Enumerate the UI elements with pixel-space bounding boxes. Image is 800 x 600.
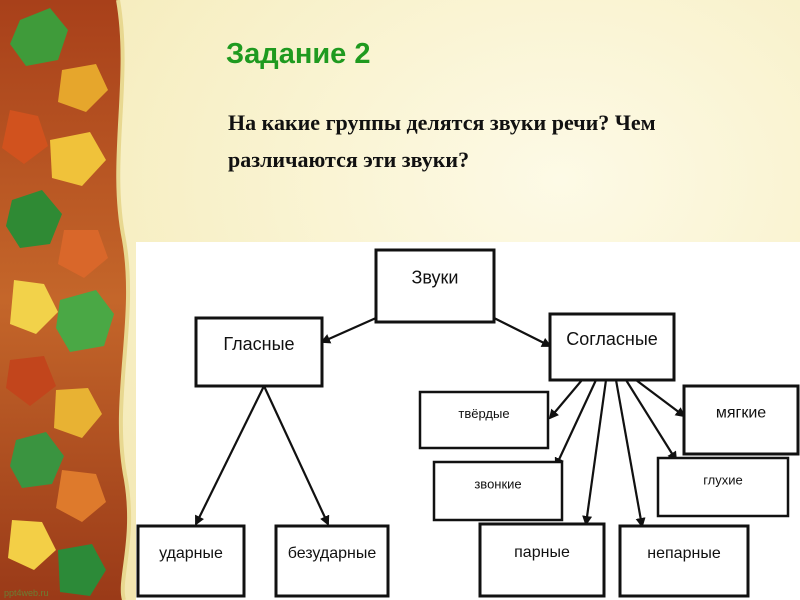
node-root: Звуки xyxy=(374,248,496,324)
edge-root-consonants xyxy=(493,317,552,347)
node-stressed: ударные xyxy=(136,524,246,598)
node-box-root xyxy=(374,248,496,324)
edge-consonants-paired xyxy=(582,379,608,526)
edge-vowels-stressed xyxy=(195,385,265,526)
node-label-voiced: звонкие xyxy=(474,477,521,492)
node-box-unstressed xyxy=(274,524,390,598)
slide-title: Задание 2 xyxy=(226,38,371,70)
node-box-stressed xyxy=(136,524,246,598)
node-label-voiceless: глухие xyxy=(703,473,743,488)
edge-consonants-hard xyxy=(548,379,583,420)
node-box-vowels xyxy=(194,316,324,388)
node-label-consonants: Согласные xyxy=(566,329,658,349)
node-box-voiceless xyxy=(656,456,790,518)
edge-vowels-unstressed xyxy=(263,385,330,526)
node-box-soft xyxy=(682,384,800,456)
autumn-leaves-border xyxy=(0,0,132,600)
node-box-unpaired xyxy=(618,524,750,598)
node-label-unstressed: безударные xyxy=(288,545,377,562)
node-unstressed: безударные xyxy=(274,524,390,598)
node-box-hard xyxy=(418,390,550,450)
node-label-stressed: ударные xyxy=(159,545,223,562)
node-consonants: Согласные xyxy=(548,312,676,382)
edge-consonants-voiced xyxy=(554,379,597,468)
node-box-voiced xyxy=(432,460,564,522)
edge-consonants-soft xyxy=(635,379,686,418)
node-label-unpaired: непарные xyxy=(647,545,721,562)
node-box-paired xyxy=(478,522,606,598)
node-label-hard: твёрдые xyxy=(458,406,509,421)
node-paired: парные xyxy=(478,522,606,598)
node-hard: твёрдые xyxy=(418,390,550,450)
edge-consonants-voiceless xyxy=(625,379,678,462)
task-question: На какие группы делятся звуки речи? Чем … xyxy=(228,110,656,172)
node-unpaired: непарные xyxy=(618,524,750,598)
watermark-text: ppt4web.ru xyxy=(4,588,49,598)
edge-root-vowels xyxy=(320,316,377,344)
node-voiced: звонкие xyxy=(432,460,564,522)
node-label-root: Звуки xyxy=(412,268,459,288)
node-label-paired: парные xyxy=(514,544,570,561)
node-vowels: Гласные xyxy=(194,316,324,388)
node-label-vowels: Гласные xyxy=(223,334,294,354)
node-soft: мягкие xyxy=(682,384,800,456)
edge-consonants-unpaired xyxy=(614,379,646,528)
node-voiceless: глухие xyxy=(656,456,790,518)
node-label-soft: мягкие xyxy=(716,404,766,421)
node-box-consonants xyxy=(548,312,676,382)
